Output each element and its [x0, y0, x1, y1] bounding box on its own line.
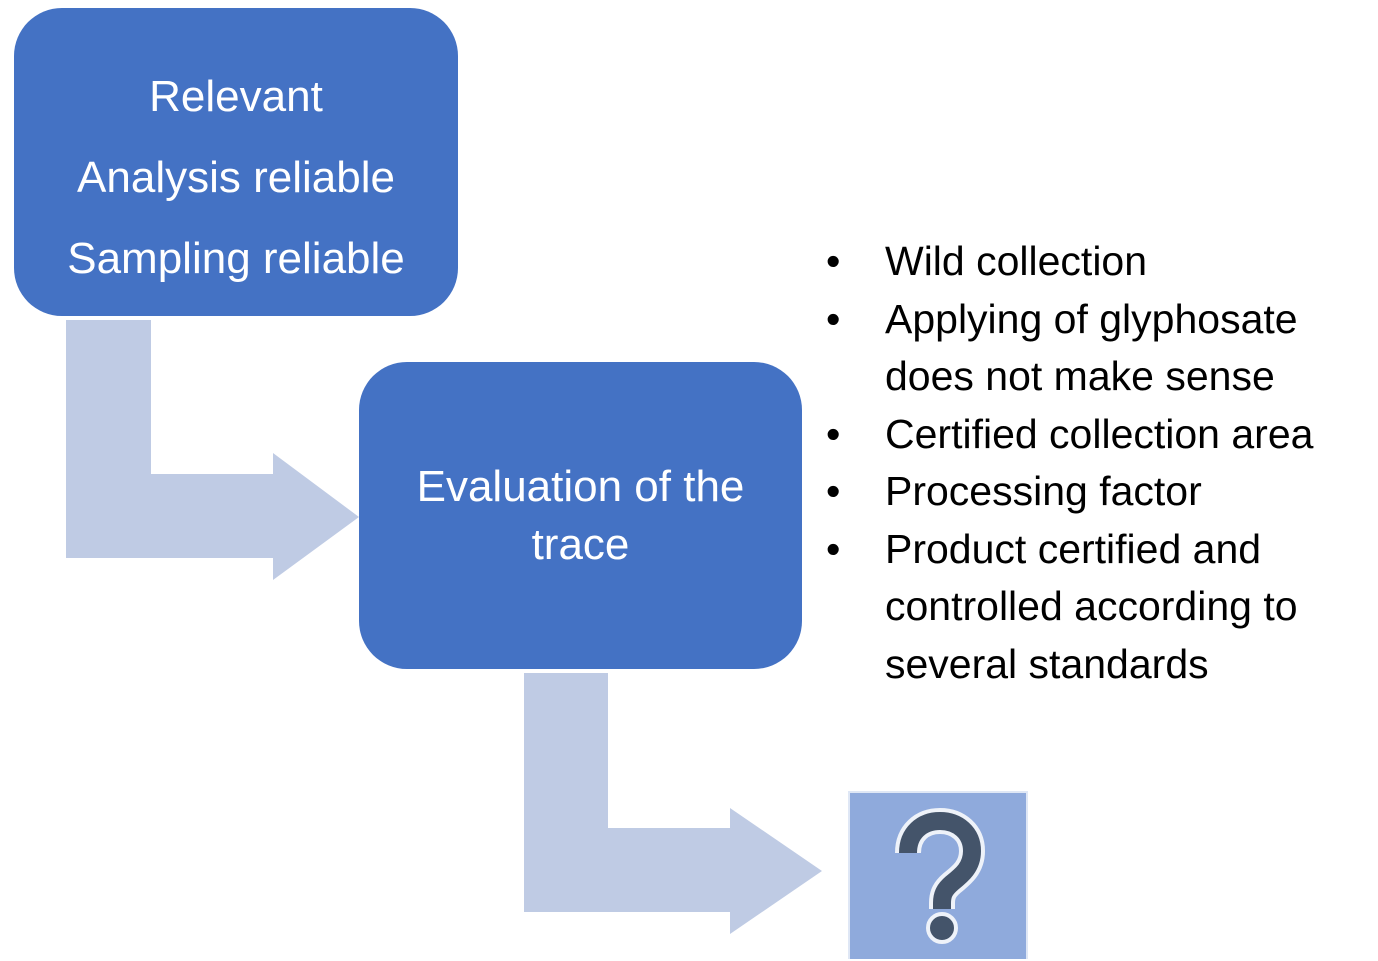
bullet-icon: •: [826, 525, 841, 572]
bent-arrow-1: [66, 320, 359, 580]
list-item-text: Product certified and controlled accordi…: [885, 525, 1298, 687]
list-item-text: Applying of glyphosate does not make sen…: [885, 295, 1298, 400]
criteria-line-sampling: Sampling reliable: [67, 234, 405, 283]
list-item: • Certified collection area: [822, 406, 1372, 464]
evaluation-box: Evaluation of the trace: [359, 362, 802, 669]
bullet-icon: •: [826, 410, 841, 457]
list-item: • Applying of glyphosate does not make se…: [822, 291, 1372, 406]
considerations-list: • Wild collection • Applying of glyphosate…: [822, 233, 1372, 693]
list-item: • Product certified and controlled accord…: [822, 521, 1372, 694]
criteria-box: Relevant Analysis reliable Sampling reli…: [14, 8, 458, 316]
list-item: • Processing factor: [822, 463, 1372, 521]
bullet-icon: •: [826, 468, 841, 514]
question-mark-icon: [895, 807, 986, 944]
bent-arrow-2: [524, 673, 822, 934]
evaluation-label: Evaluation of the trace: [416, 461, 745, 569]
bullet-icon: •: [826, 238, 841, 284]
outcome-box: [848, 791, 1028, 959]
list-item-text: Processing factor: [885, 468, 1202, 514]
criteria-line-analysis: Analysis reliable: [77, 153, 395, 202]
list-item: • Wild collection: [822, 233, 1372, 291]
list-item-text: Certified collection area: [885, 410, 1314, 457]
bullet-icon: •: [826, 295, 841, 342]
list-item-text: Wild collection: [885, 238, 1148, 284]
criteria-line-relevant: Relevant: [149, 72, 323, 121]
